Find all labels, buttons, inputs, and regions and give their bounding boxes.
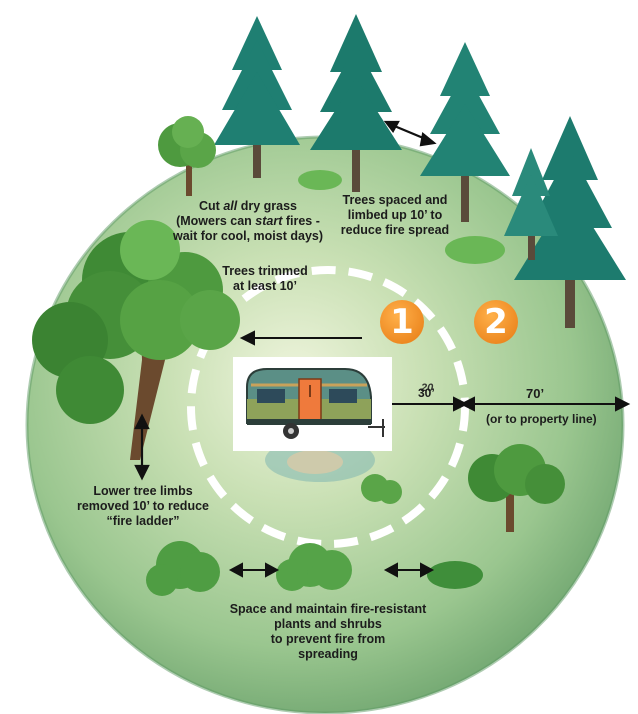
shrubs-label: Space and maintain fire-resistant plants… — [229, 602, 427, 661]
trees-trimmed-label: Trees trimmed at least 10’ — [222, 264, 308, 293]
deciduous-tree-large — [32, 220, 240, 460]
trailer-icon — [246, 368, 385, 439]
deciduous-tree-right — [468, 444, 565, 532]
evergreen-tree — [504, 148, 558, 260]
shrub-spacing-arrow — [383, 562, 435, 578]
zone1-distance-overlay: 20 — [421, 382, 434, 394]
shrub — [361, 474, 402, 504]
trees-spaced-label: Trees spaced and limbed up 10’ to reduce… — [340, 193, 450, 237]
evergreen-tree — [514, 116, 626, 328]
shrub — [445, 236, 505, 264]
zone1-badge: 1 — [380, 300, 424, 344]
zone1-dashed-ring — [187, 266, 469, 548]
shrub — [276, 543, 352, 591]
shrub — [427, 561, 483, 589]
zone2-badge: 2 — [474, 300, 518, 344]
shrub — [146, 541, 220, 596]
shrub-spacing-arrow — [228, 562, 280, 578]
lower-limbs-label: Lower tree limbs removed 10’ to reduce “… — [76, 484, 209, 528]
trees-spaced-arrow — [383, 120, 437, 147]
zone1-distance-label: 30’ — [418, 386, 435, 400]
evergreen-tree — [310, 14, 402, 192]
deciduous-tree-small — [158, 116, 216, 196]
evergreen-tree — [214, 16, 300, 178]
shrub — [298, 170, 342, 190]
lower-limbs-arrow — [134, 413, 150, 481]
zone2-distance-label: 70’ — [526, 386, 545, 401]
zone2-distance-arrow — [459, 396, 631, 412]
trim-arrow — [239, 330, 362, 346]
evergreen-tree — [420, 42, 510, 222]
cut-grass-label: Cut all dry grass (Mowers can start fire… — [172, 199, 324, 243]
structure-trailer — [233, 357, 392, 451]
zone2-note-label: (or to property line) — [486, 412, 597, 426]
